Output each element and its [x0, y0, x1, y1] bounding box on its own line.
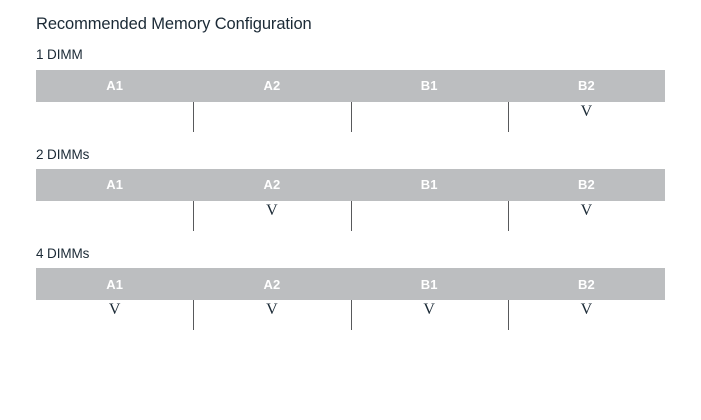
slot-divider — [350, 200, 352, 231]
slot-cell-a1 — [36, 102, 193, 133]
slot-divider — [507, 300, 509, 330]
slot-mark-b2: V — [580, 102, 593, 120]
slot-divider — [193, 300, 195, 330]
slot-cell-a1 — [36, 201, 193, 232]
slot-divider — [507, 101, 509, 132]
slot-mark-b1: V — [423, 301, 435, 318]
slot-mark-a2: V — [266, 301, 278, 318]
slot-table-header: A1 A2 B1 B2 — [36, 268, 665, 300]
config-section-1-dimm: 1 DIMM A1 A2 B1 B2 V — [36, 47, 665, 132]
config-section-4-dimms: 4 DIMMs A1 A2 B1 B2 V V V V — [36, 246, 665, 331]
slot-row: V — [36, 101, 665, 133]
section-label: 1 DIMM — [36, 47, 83, 63]
slot-table: A1 A2 B1 B2 V V — [36, 168, 665, 232]
column-header-b2: B2 — [577, 177, 595, 193]
slot-cell-a2 — [193, 102, 350, 133]
slot-cell-a1: V — [36, 300, 193, 331]
column-header-a1: A1 — [106, 276, 124, 292]
slot-table-header: A1 A2 B1 B2 — [36, 168, 665, 201]
slot-table-header: A1 A2 B1 B2 — [36, 69, 665, 102]
slot-mark-b2: V — [580, 301, 593, 318]
slot-row: V V V V — [36, 300, 665, 331]
page-title: Recommended Memory Configuration — [36, 15, 312, 33]
slot-cell-b2: V — [508, 201, 665, 232]
column-header-a2: A2 — [263, 276, 281, 292]
section-label: 2 DIMMs — [36, 146, 90, 162]
column-header-b1: B1 — [420, 276, 438, 292]
section-label: 4 DIMMs — [36, 245, 90, 261]
column-header-a1: A1 — [106, 78, 124, 94]
slot-cell-b1 — [351, 102, 508, 133]
column-header-a1: A1 — [106, 177, 124, 193]
slot-divider — [193, 200, 195, 231]
slot-table: A1 A2 B1 B2 V V V V — [36, 268, 665, 331]
slot-divider — [350, 300, 352, 330]
slot-cell-b1 — [351, 201, 508, 232]
column-header-a2: A2 — [263, 78, 281, 94]
slot-divider — [193, 101, 195, 132]
slot-mark-b2: V — [580, 201, 593, 219]
slot-divider — [507, 200, 509, 231]
slot-cell-b2: V — [508, 300, 665, 331]
slot-cell-b2: V — [508, 102, 665, 133]
column-header-b1: B1 — [420, 177, 438, 193]
slot-row: V V — [36, 200, 665, 232]
column-header-a2: A2 — [263, 177, 281, 193]
config-section-2-dimms: 2 DIMMs A1 A2 B1 B2 V V — [36, 147, 665, 232]
slot-mark-a2: V — [266, 201, 278, 219]
slot-cell-b1: V — [351, 300, 508, 331]
column-header-b2: B2 — [577, 276, 595, 292]
slot-cell-a2: V — [193, 201, 350, 232]
slot-divider — [350, 101, 352, 132]
slot-cell-a2: V — [193, 300, 350, 331]
slot-mark-a1: V — [108, 301, 121, 318]
column-header-b1: B1 — [420, 78, 438, 94]
slot-table: A1 A2 B1 B2 V — [36, 69, 665, 133]
column-header-b2: B2 — [577, 78, 595, 94]
